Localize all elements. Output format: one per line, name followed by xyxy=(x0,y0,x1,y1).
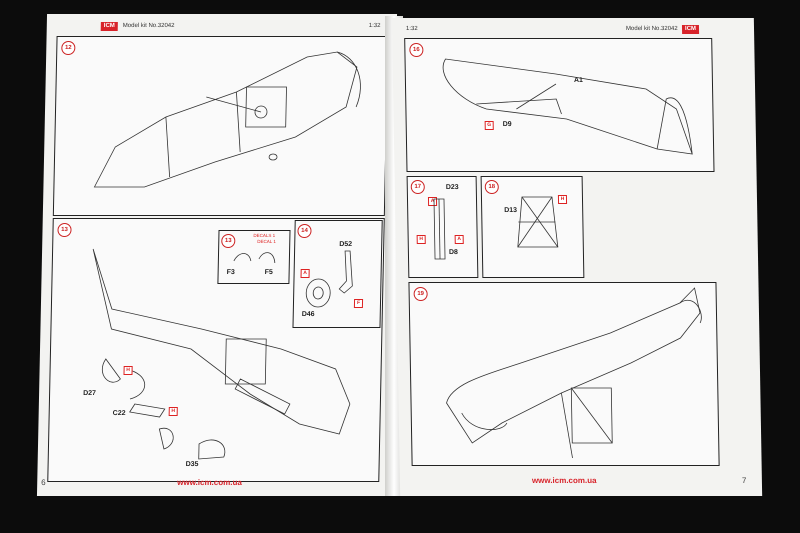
part-label: F5 xyxy=(264,269,273,276)
website-url: www.icm.com.ua xyxy=(531,476,597,485)
strut-drawing xyxy=(433,198,446,260)
part-label: D52 xyxy=(339,241,353,248)
step-panel-13a: 13 DECALS 1 DECAL 1 F3 F5 xyxy=(217,230,291,284)
step-panel-12: 12 xyxy=(52,36,389,216)
kit-number: Model kit No.32042 xyxy=(625,26,678,32)
website-url: www.icm.com.ua xyxy=(177,478,242,487)
fuselage-half-drawing xyxy=(92,248,351,460)
part-label: D27 xyxy=(83,390,97,397)
color-code-f: F xyxy=(353,299,364,308)
frame-drawing xyxy=(517,196,559,248)
part-label: D9 xyxy=(502,121,512,128)
page-number: 6 xyxy=(41,478,46,487)
scale-label: 1:32 xyxy=(368,23,381,29)
fuselage-drawing xyxy=(93,51,361,188)
icm-logo: ICM xyxy=(100,22,118,31)
part-label: D46 xyxy=(301,311,315,318)
step-panel-18: 18 D13 H xyxy=(480,176,585,278)
fuselage-assembly-drawing xyxy=(446,287,702,459)
part-label: D8 xyxy=(448,249,458,256)
color-code-a: A xyxy=(300,269,310,278)
page-number: 7 xyxy=(741,476,747,485)
kit-number: Model kit No.32042 xyxy=(122,23,175,29)
part-label: A1 xyxy=(573,77,583,84)
color-code-h: H xyxy=(168,407,178,416)
instrument-drawing xyxy=(233,252,276,264)
left-page: ICM Model kit No.32042 1:32 12 13 xyxy=(36,14,398,496)
color-code-g: G xyxy=(484,121,494,130)
step-panel-17: 17 D23 A H A D8 xyxy=(406,176,479,278)
part-label: D35 xyxy=(185,461,199,468)
right-page: 1:32 Model kit No.32042 ICM 16 A1 G D9 1… xyxy=(391,18,763,496)
fuselage-drawing xyxy=(442,58,693,155)
icm-logo: ICM xyxy=(681,25,700,34)
step-panel-16: 16 A1 G D9 xyxy=(404,38,715,172)
step-panel-13: 13 xyxy=(47,218,385,482)
scale-label: 1:32 xyxy=(405,26,418,32)
part-label: F3 xyxy=(226,269,235,276)
part-label: C22 xyxy=(112,410,126,417)
color-code-h: H xyxy=(123,366,133,375)
wheel-drawing xyxy=(305,250,353,308)
step-panel-19: 19 xyxy=(408,282,720,466)
step-panel-14: 14 D52 D46 A F xyxy=(292,220,383,328)
